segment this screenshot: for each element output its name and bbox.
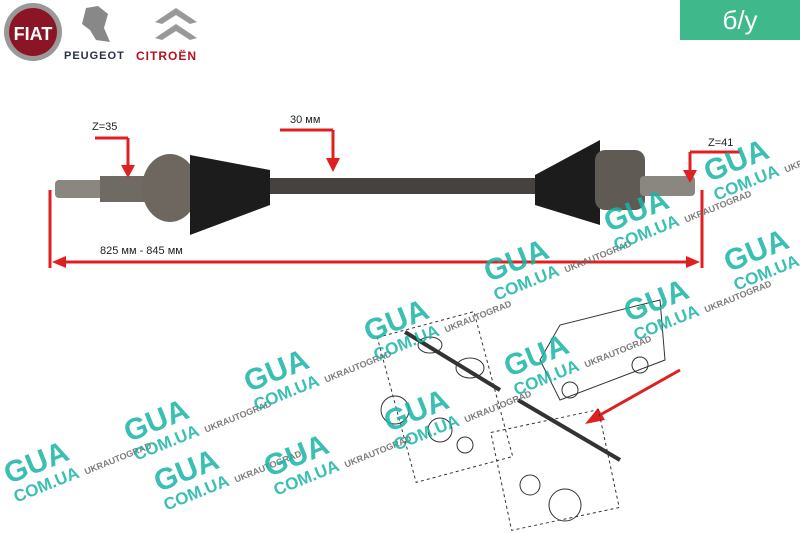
used-condition-badge: б/у xyxy=(680,0,800,40)
parts-diagram xyxy=(376,299,666,531)
drive-shaft xyxy=(55,140,695,235)
citroen-chevrons-icon xyxy=(155,8,197,40)
peugeot-lion-icon xyxy=(82,6,110,42)
peugeot-brand-text: PEUGEOT xyxy=(64,50,125,62)
citroen-brand-text: CITROËN xyxy=(136,49,197,63)
fiat-logo: FIAT xyxy=(4,3,62,61)
outer-spline-label: Z=41 xyxy=(708,137,734,149)
fiat-logo-text: FIAT xyxy=(14,24,53,44)
length-label: 825 мм - 845 мм xyxy=(100,245,183,257)
inner-spline-label: Z=35 xyxy=(92,121,118,133)
shaft-diameter-label: 30 мм xyxy=(290,114,321,126)
dimension-arrows xyxy=(48,128,740,424)
